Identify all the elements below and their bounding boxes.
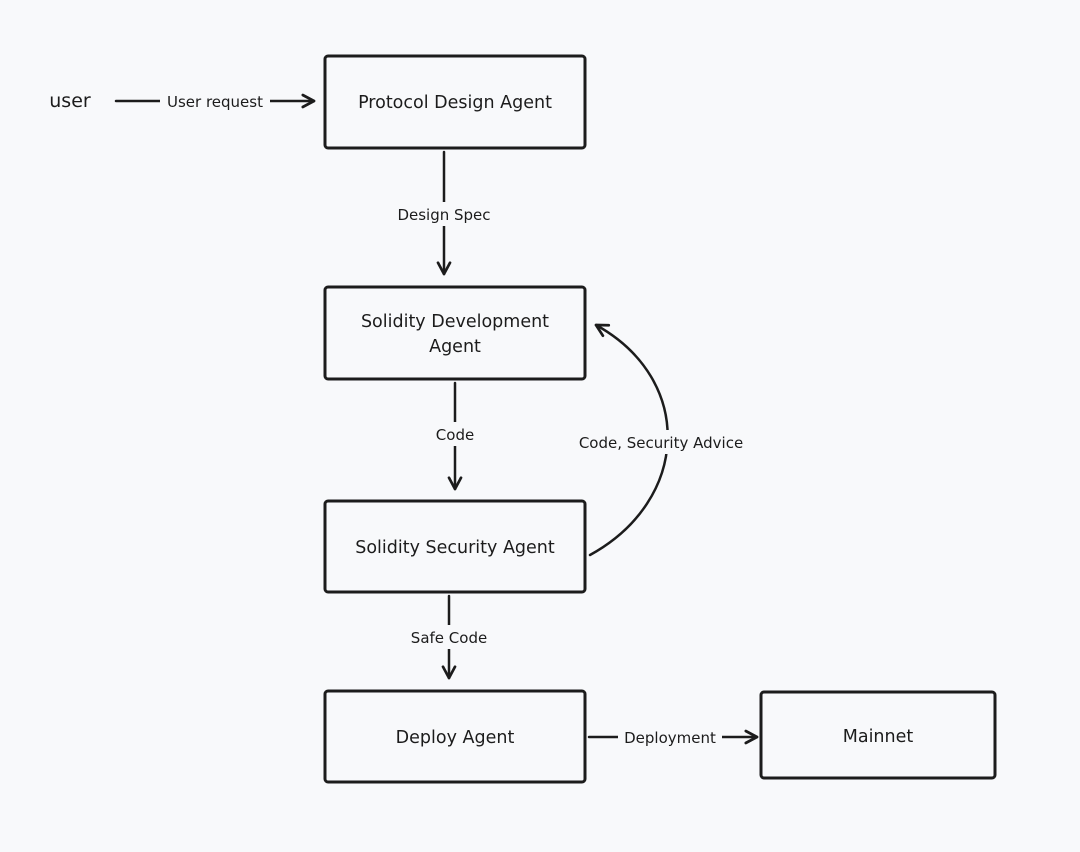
edge-label-deployment: Deployment (624, 729, 716, 747)
node-box (323, 285, 587, 381)
node-label-mainnet: Mainnet (843, 727, 914, 747)
edge-safe-code: Safe Code (404, 594, 494, 680)
label-background (404, 625, 494, 649)
edge-label-design-spec: Design Spec (397, 206, 490, 224)
node-solidity-development-agent[interactable]: Solidity Development Agent (323, 285, 587, 381)
edge-label-safe-code: Safe Code (411, 629, 487, 647)
user-actor-label: user (49, 90, 91, 112)
label-background (392, 202, 496, 226)
node-deploy-agent[interactable]: Deploy Agent (323, 689, 587, 784)
edge-label-code: Code (436, 426, 474, 444)
label-background (160, 89, 270, 113)
node-label-deploy-agent: Deploy Agent (396, 728, 515, 748)
edge-security-feedback: Code, Security Advice (572, 323, 750, 557)
node-label-solidity-security-agent: Solidity Security Agent (355, 538, 555, 558)
node-box (323, 54, 587, 150)
node-label-protocol-design-agent: Protocol Design Agent (358, 93, 552, 113)
edge-user-request: User request (114, 89, 316, 113)
edge-code: Code (427, 381, 483, 491)
edge-design-spec: Design Spec (392, 150, 496, 276)
node-box (323, 689, 587, 784)
node-label-solidity-development-line2: Agent (429, 337, 481, 357)
edge-deployment: Deployment (587, 725, 759, 749)
node-solidity-security-agent[interactable]: Solidity Security Agent (323, 499, 587, 594)
label-background (618, 725, 722, 749)
node-mainnet[interactable]: Mainnet (759, 690, 997, 780)
node-box (759, 690, 997, 780)
label-background (427, 422, 483, 446)
node-protocol-design-agent[interactable]: Protocol Design Agent (323, 54, 587, 150)
node-box (323, 499, 587, 594)
edge-label-security-feedback: Code, Security Advice (579, 434, 743, 452)
edge-label-user-request: User request (167, 93, 263, 111)
label-background (572, 430, 750, 454)
node-label-solidity-development-line1: Solidity Development (361, 312, 549, 332)
